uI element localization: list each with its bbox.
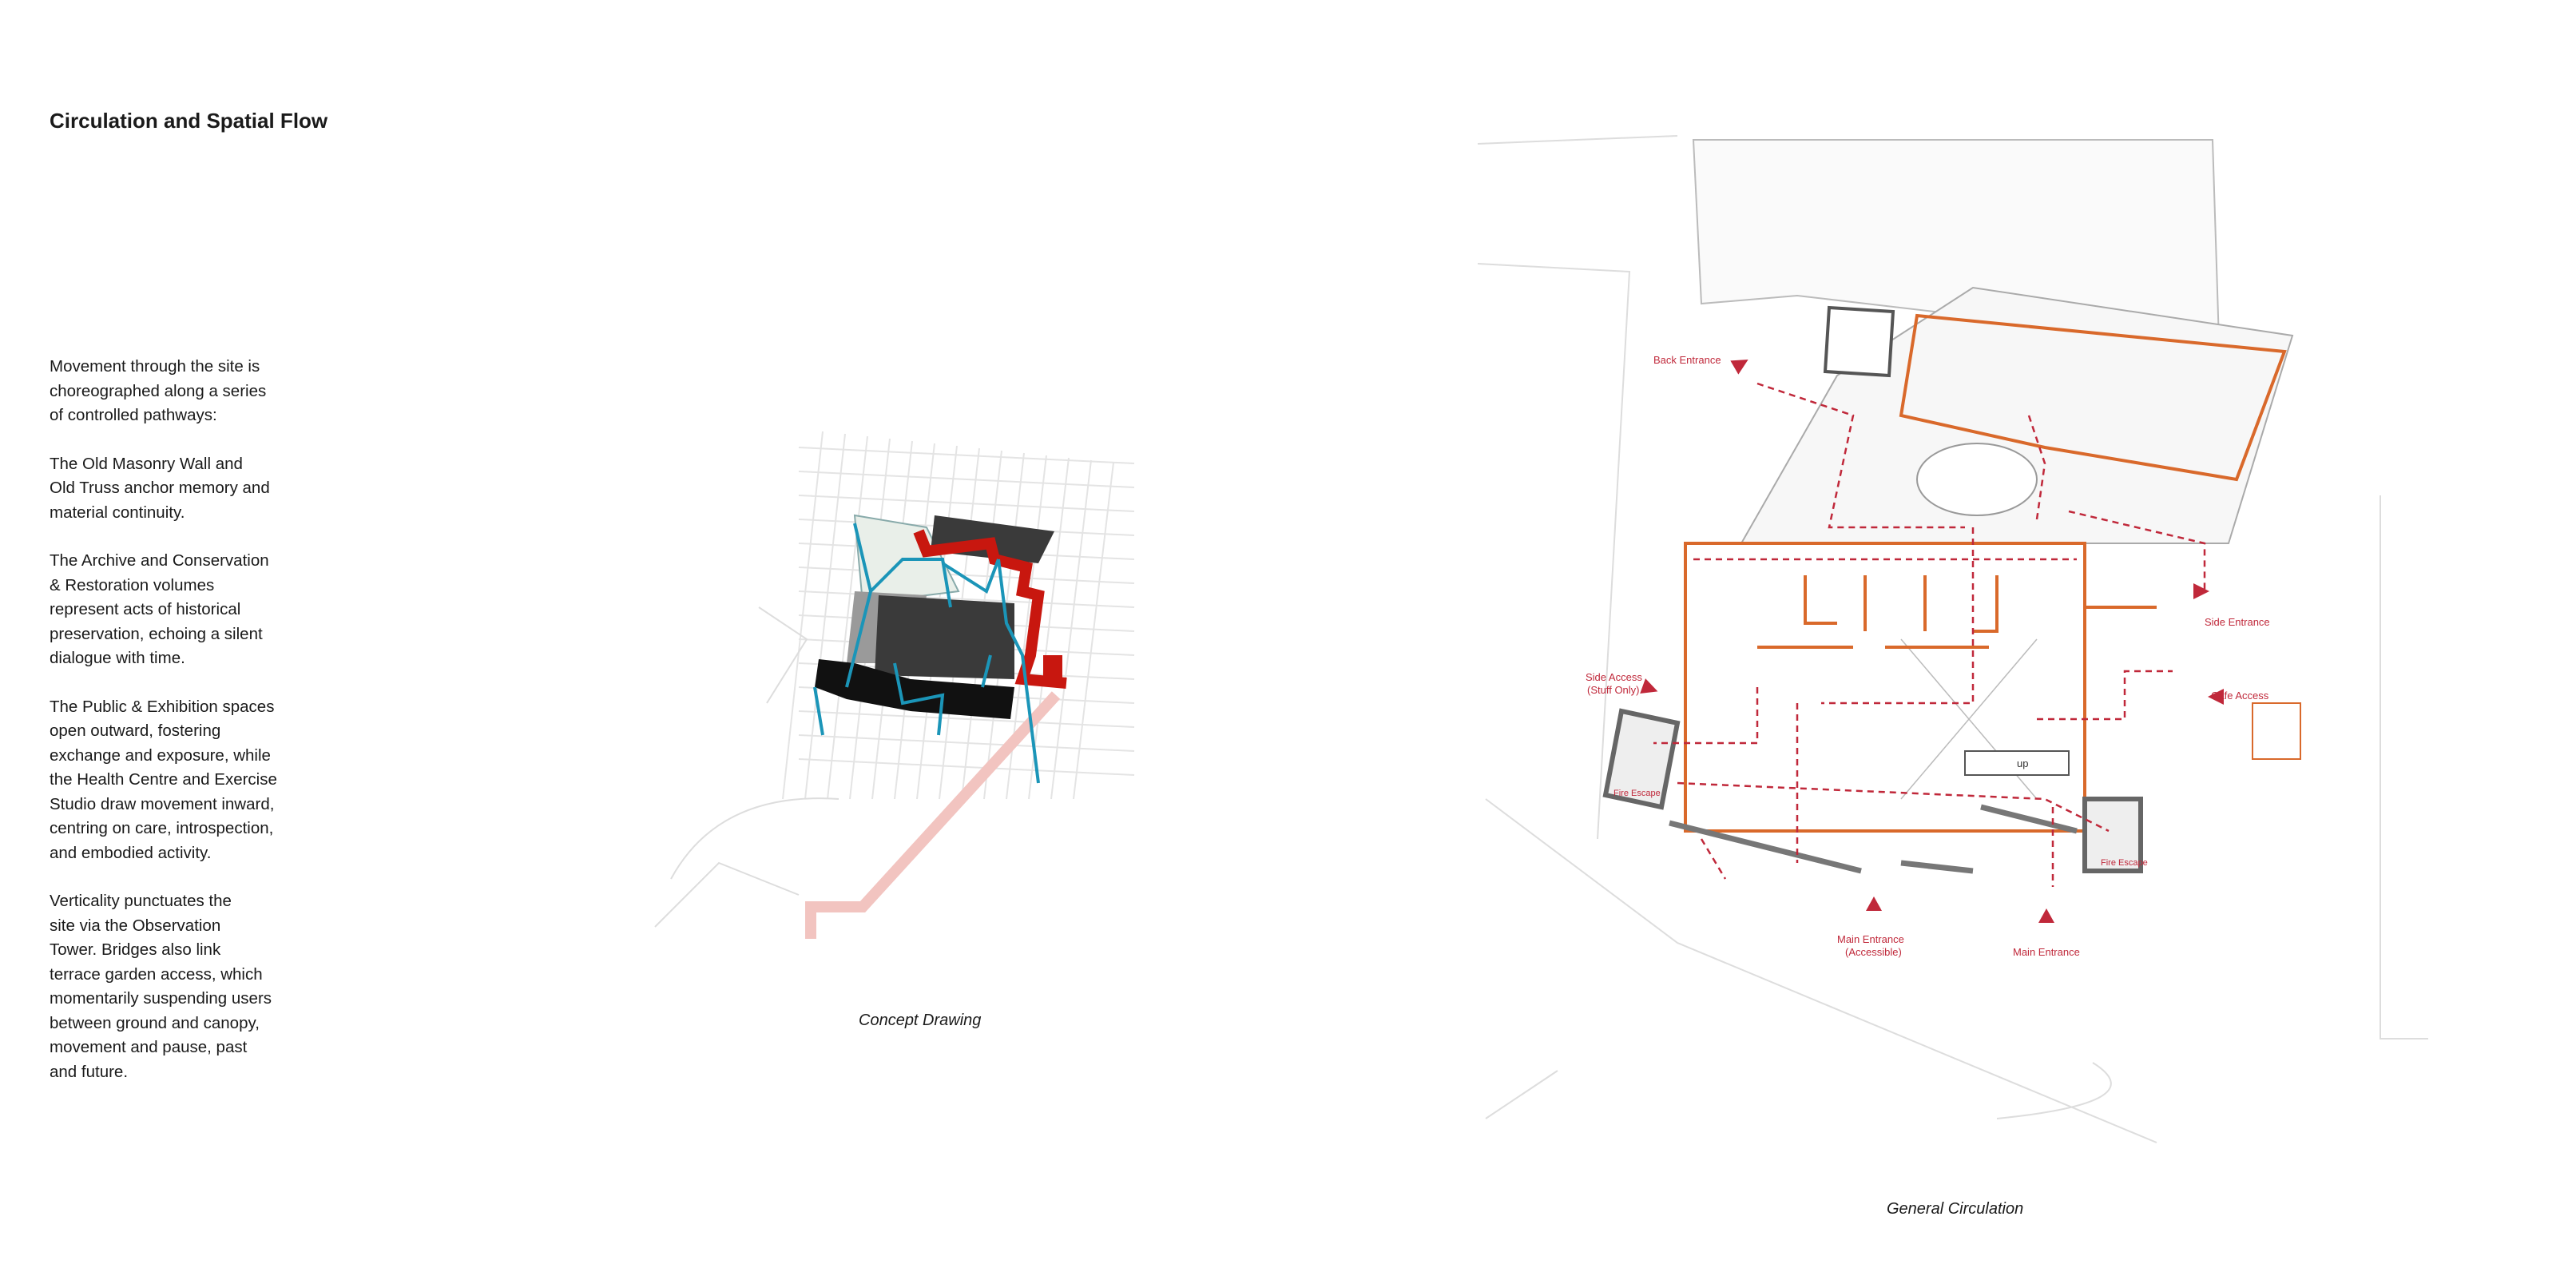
entrance-wall xyxy=(1669,804,2078,874)
description-text: Movement through the site is choreograph… xyxy=(50,355,313,1108)
grid-line xyxy=(1028,457,1070,800)
grid-line xyxy=(1073,462,1114,800)
side-access-arrow xyxy=(1640,678,1658,694)
entrance-arrows xyxy=(1640,359,2224,923)
concept-red-route xyxy=(913,529,1067,689)
page-title: Circulation and Spatial Flow xyxy=(50,109,328,133)
circulation-routes xyxy=(1653,382,2206,887)
cafe-access-label: Cafe Access xyxy=(2211,690,2269,702)
site-context-lines xyxy=(1477,135,2428,1143)
paragraph: The Archive and Conservation & Restorati… xyxy=(50,551,269,667)
concept-dark-volume xyxy=(875,595,1014,679)
circulation-plan: up Back Entrance Side Entrance Side Acce… xyxy=(1477,135,2428,1143)
side-entrance-label: Side Entrance xyxy=(2205,616,2270,628)
fire-escape-left xyxy=(1602,708,1681,810)
back-entrance-arrow xyxy=(1730,359,1748,375)
stair-up-label: up xyxy=(2017,757,2028,769)
main-entrance-accessible-arrow xyxy=(1866,896,1882,911)
side-access-label: Side Access xyxy=(1586,671,1642,683)
stair-tower-top xyxy=(1823,305,1895,378)
paragraph: The Old Masonry Wall and Old Truss ancho… xyxy=(50,454,270,522)
main-hall xyxy=(1684,542,2086,833)
fire-escape-left-label: Fire Escape xyxy=(1613,789,1661,798)
cafe-access-arrow xyxy=(2208,689,2224,705)
concept-black-wall xyxy=(815,659,1014,719)
paragraph: The Public & Exhibition spaces open outw… xyxy=(50,697,277,862)
fire-escape-right-label: Fire Escape xyxy=(2101,858,2148,868)
grid-line xyxy=(798,734,1135,752)
grid-line xyxy=(798,471,1135,488)
concept-tower xyxy=(1043,655,1062,678)
concept-context-lines xyxy=(654,606,839,928)
interior-walls xyxy=(1757,575,2157,649)
main-entrance-label: Main Entrance xyxy=(2013,946,2080,958)
fire-escape-right xyxy=(2082,797,2143,873)
main-entrance-arrow xyxy=(2038,908,2054,923)
pond xyxy=(1916,443,2038,516)
main-entrance-accessible-note: (Accessible) xyxy=(1845,946,1902,958)
grid-line xyxy=(798,495,1135,512)
back-entrance-label: Back Entrance xyxy=(1653,354,1721,366)
paragraph: Movement through the site is choreograph… xyxy=(50,357,267,424)
stair-up xyxy=(1964,750,2070,776)
grid-line xyxy=(798,566,1135,584)
side-entrance-arrow xyxy=(2193,583,2209,599)
paragraph: Verticality punctuates the site via the … xyxy=(50,892,272,1081)
grid-line xyxy=(1050,459,1092,800)
grid-line xyxy=(798,447,1135,464)
grid-line xyxy=(798,758,1135,776)
concept-caption: Concept Drawing xyxy=(859,1012,982,1029)
plan-caption: General Circulation xyxy=(1887,1200,2024,1218)
grid-line xyxy=(798,710,1135,728)
upper-building xyxy=(1899,313,2287,482)
concept-pedestrian-path xyxy=(805,691,1061,939)
concept-blue-route xyxy=(813,523,1040,784)
main-entrance-accessible-label: Main Entrance xyxy=(1837,933,1904,945)
side-access-note: (Stuff Only) xyxy=(1587,684,1640,696)
concept-drawing xyxy=(654,431,1135,939)
cafe-stair xyxy=(2252,702,2301,760)
